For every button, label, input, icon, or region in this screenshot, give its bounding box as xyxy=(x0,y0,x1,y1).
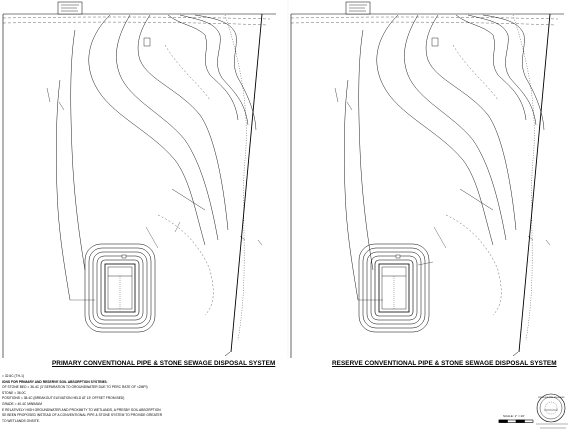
contour-line xyxy=(404,14,507,241)
contour-line xyxy=(167,14,239,121)
scale-label: SCALE: 1" = 20' xyxy=(503,414,525,418)
note-line: = 32.6C (TH-1) xyxy=(2,374,25,378)
property-line xyxy=(224,351,231,357)
contour-line xyxy=(179,14,249,126)
dashed-feature xyxy=(452,44,499,101)
scale-bar xyxy=(498,419,534,423)
reserve-system-title: RESERVE CONVENTIONAL PIPE & STONE SEWAGE… xyxy=(332,360,557,367)
wetland-line xyxy=(224,14,247,341)
contour-line xyxy=(482,14,545,131)
dashed-feature xyxy=(164,44,211,101)
contour-line xyxy=(116,14,219,241)
reserve-septic-system xyxy=(358,243,430,333)
existing-structure xyxy=(143,37,151,47)
contour-line xyxy=(425,14,517,231)
contour-line xyxy=(2,21,269,26)
wetland-line xyxy=(512,14,535,341)
dashed-feature xyxy=(157,214,214,316)
contour-line xyxy=(467,14,537,126)
contour-line xyxy=(88,14,206,246)
note-line: E RELATIVELY HIGH GROUNDWATER AND PROXIM… xyxy=(2,407,161,412)
engineer-stamp-seal xyxy=(536,393,566,423)
primary-septic-system xyxy=(84,243,156,333)
note-line: SE BEEN PROPOSED INSTEAD OF A CONVENTION… xyxy=(2,413,163,418)
property-line xyxy=(230,13,263,353)
contour-line xyxy=(290,21,557,26)
notes-heading: IONS FOR PRIMARY AND RESERVE SOIL ABSORP… xyxy=(2,379,108,384)
note-line: STONE = 36.0C xyxy=(2,390,26,395)
note-line: GRADE = 40.4C MINIMUM xyxy=(2,401,43,406)
design-notes: = 32.6C (TH-1) IONS FOR PRIMARY AND RESE… xyxy=(2,374,237,424)
note-line: TO WETLANDS ONSITE. xyxy=(2,418,40,423)
stamp-label: PROFESSIONAL ENGINEER xyxy=(538,397,565,399)
contour-line xyxy=(376,14,494,246)
contour-line xyxy=(137,14,229,231)
primary-system-title: PRIMARY CONVENTIONAL PIPE & STONE SEWAGE… xyxy=(52,360,276,367)
primary-plan xyxy=(2,1,276,358)
property-line xyxy=(512,351,519,357)
note-line: OF STONE BED = 36.4C (3' SEPARATION TO G… xyxy=(2,385,148,390)
contour-line xyxy=(344,79,359,301)
contour-line xyxy=(194,14,257,131)
contour-line xyxy=(358,29,374,271)
contour-line xyxy=(70,29,86,271)
contour-line xyxy=(290,16,559,20)
note-line: POSITIONS = 38.4C (BREAKOUT ELEVATION HE… xyxy=(2,396,125,401)
contour-line xyxy=(56,79,71,301)
contour-line xyxy=(2,16,271,20)
reserve-plan xyxy=(290,1,564,358)
dashed-feature xyxy=(445,214,502,316)
contour-line xyxy=(455,14,527,121)
property-line xyxy=(518,13,551,353)
existing-structure xyxy=(431,37,439,47)
